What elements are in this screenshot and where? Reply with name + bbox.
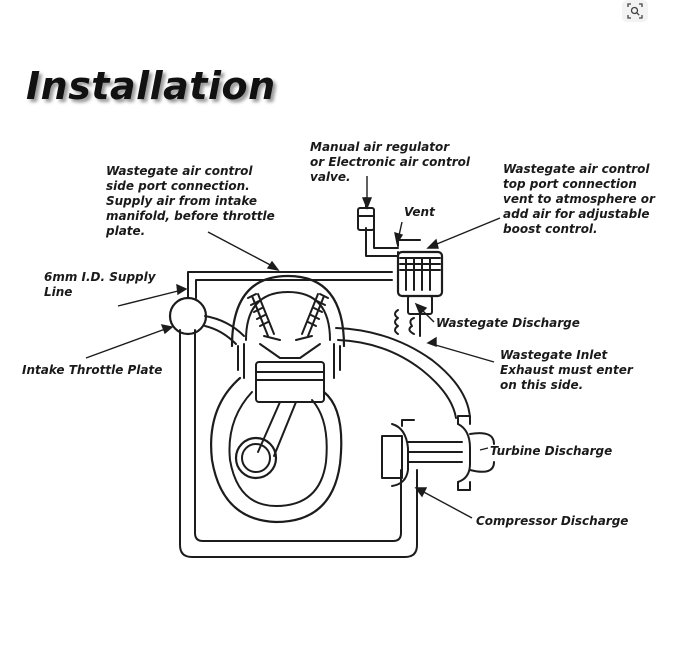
label-line: Exhaust must enter <box>500 363 633 377</box>
label-vent: Vent <box>404 205 435 219</box>
label-line: Line <box>44 285 73 299</box>
label-line: boost control. <box>503 222 598 236</box>
connecting-rod <box>257 401 281 453</box>
crank-pin <box>234 436 278 480</box>
exhaust-valve <box>295 293 329 341</box>
label-wastegate-discharge: Wastegate Discharge <box>436 316 580 330</box>
label-top-port: Wastegate air control top port connectio… <box>503 162 655 237</box>
boost-pipe <box>179 329 418 558</box>
wastegate-outlet <box>394 309 399 335</box>
label-line: valve. <box>310 170 351 184</box>
label-line: or Electronic air control <box>310 155 470 169</box>
label-line: vent to atmosphere or <box>503 192 655 206</box>
cylinder-head <box>230 274 346 348</box>
label-line: Wastegate air control <box>503 162 650 176</box>
label-line: Wastegate air control <box>106 164 253 178</box>
label-line: Manual air regulator <box>310 140 450 154</box>
visual-search-button[interactable] <box>622 0 648 22</box>
turbocharger <box>381 415 495 491</box>
combustion-chamber <box>259 343 321 359</box>
throttle-body <box>168 296 208 336</box>
intake-runner-bottom <box>204 325 237 345</box>
exhaust-manifold-outer <box>335 327 471 419</box>
wastegate <box>394 250 444 337</box>
label-line: plate. <box>106 224 146 238</box>
label-line: manifold, before throttle <box>106 209 275 223</box>
label-line: add air for adjustable <box>503 207 650 221</box>
label-line: top port connection <box>503 177 637 191</box>
label-manual-regulator: Manual air regulator or Electronic air c… <box>310 140 470 185</box>
supply-line-upper <box>195 279 393 299</box>
visual-search-icon <box>627 3 643 19</box>
label-intake-throttle: Intake Throttle Plate <box>22 363 163 377</box>
label-line: Wastegate Inlet <box>500 348 608 362</box>
vent-line <box>397 239 421 247</box>
label-line: side port connection. <box>106 179 250 193</box>
intake-valve <box>247 293 281 341</box>
leader-lines <box>85 176 501 519</box>
piston <box>255 361 325 403</box>
page-title: Installation <box>26 64 276 108</box>
label-supply-line: 6mm I.D. Supply Line <box>44 270 156 300</box>
regulator-line <box>365 227 399 257</box>
label-turbine-discharge: Turbine Discharge <box>490 444 613 458</box>
label-supply-air: Wastegate air control side port connecti… <box>106 164 275 239</box>
label-line: 6mm I.D. Supply <box>44 270 156 284</box>
label-line: Supply air from intake <box>106 194 258 208</box>
supply-line-lower <box>187 271 393 299</box>
intake-runner-top <box>204 315 245 337</box>
crankcase <box>210 376 343 524</box>
label-wastegate-inlet: Wastegate Inlet Exhaust must enter on th… <box>500 348 633 393</box>
label-line: on this side. <box>500 378 584 392</box>
air-regulator-valve <box>357 207 375 231</box>
label-compressor-discharge: Compressor Discharge <box>476 514 629 528</box>
